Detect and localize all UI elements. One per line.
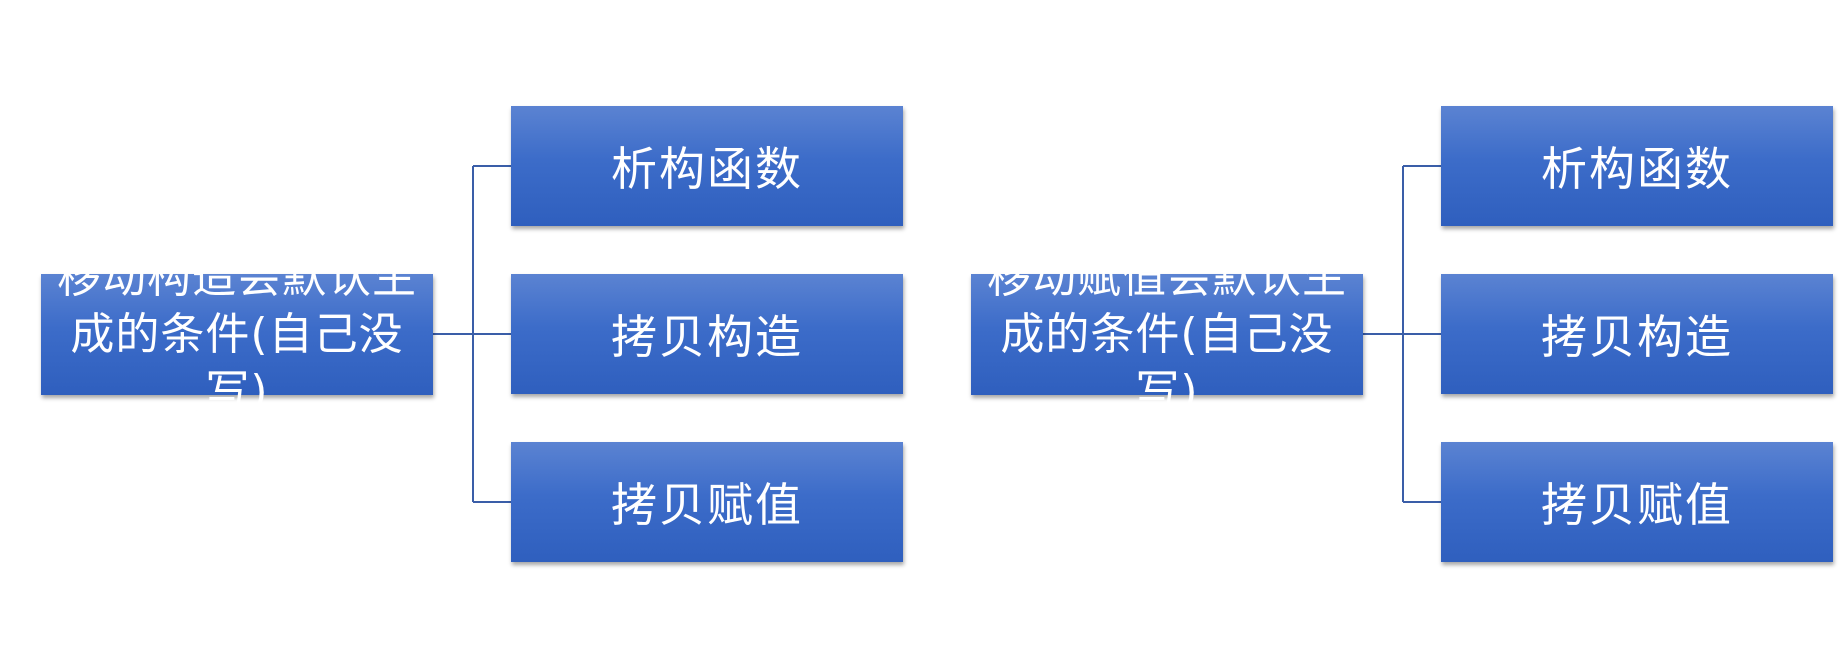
tree-1-child-2: 拷贝构造 <box>511 274 903 394</box>
tree-1-child-1-label: 析构函数 <box>611 142 803 196</box>
tree-1-root-label: 移动构造会默认生 成的条件(自己没写) <box>57 252 417 417</box>
tree-2-connectors <box>1363 165 1442 503</box>
tree-2-child-3-label: 拷贝赋值 <box>1541 478 1733 532</box>
tree-1-child-3: 拷贝赋值 <box>511 442 903 562</box>
tree-2-child-1: 析构函数 <box>1441 106 1833 226</box>
tree-1-child-3-label: 拷贝赋值 <box>611 478 803 532</box>
tree-1-connectors <box>433 165 512 503</box>
tree-1-child-1: 析构函数 <box>511 106 903 226</box>
tree-2-child-2: 拷贝构造 <box>1441 274 1833 394</box>
tree-2-child-2-label: 拷贝构造 <box>1541 310 1733 364</box>
tree-1-root-node: 移动构造会默认生 成的条件(自己没写) <box>41 252 433 417</box>
tree-2-child-3: 拷贝赋值 <box>1441 442 1833 562</box>
tree-1-child-2-label: 拷贝构造 <box>611 310 803 364</box>
tree-2-root-label: 移动赋值会默认生 成的条件(自己没写) <box>987 252 1347 417</box>
tree-2-child-1-label: 析构函数 <box>1541 142 1733 196</box>
tree-2-root-node: 移动赋值会默认生 成的条件(自己没写) <box>971 252 1363 417</box>
